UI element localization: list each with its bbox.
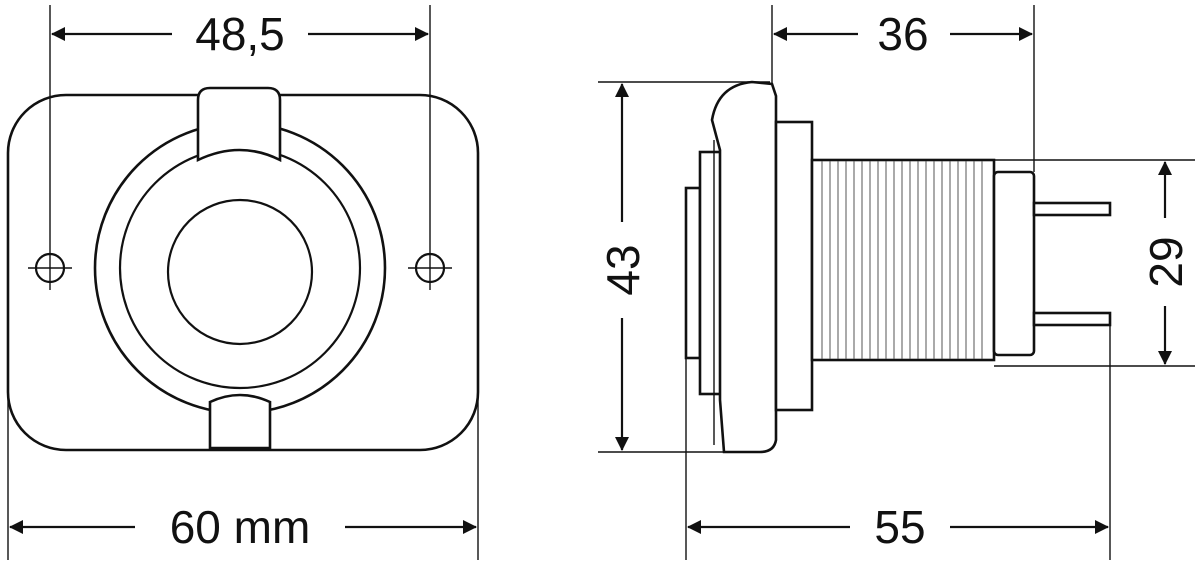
dim-label-front-width: 60 mm (170, 501, 311, 553)
side-thread-lines (821, 161, 983, 359)
front-socket-opening (166, 198, 314, 346)
dim-label-terminal-height: 29 (1140, 236, 1192, 287)
front-view: 48,5 60 mm (6, 5, 480, 560)
dim-label-hole-spacing: 48,5 (195, 8, 285, 60)
dim-label-rear-depth: 36 (877, 8, 928, 60)
side-view: 36 43 29 55 (597, 5, 1195, 560)
side-collar (774, 120, 814, 412)
front-lid-hinge (196, 86, 282, 163)
side-rear-cap (992, 170, 1036, 357)
front-lid-latch (208, 393, 272, 450)
side-terminal-bottom (1032, 311, 1112, 327)
side-lid-profile (710, 80, 778, 454)
side-gasket (684, 186, 702, 360)
dim-label-height: 43 (597, 244, 649, 295)
front-outer-ring (93, 121, 387, 415)
side-threaded-body (810, 158, 996, 362)
dim-label-total-depth: 55 (874, 501, 925, 553)
side-terminal-top (1032, 201, 1112, 217)
